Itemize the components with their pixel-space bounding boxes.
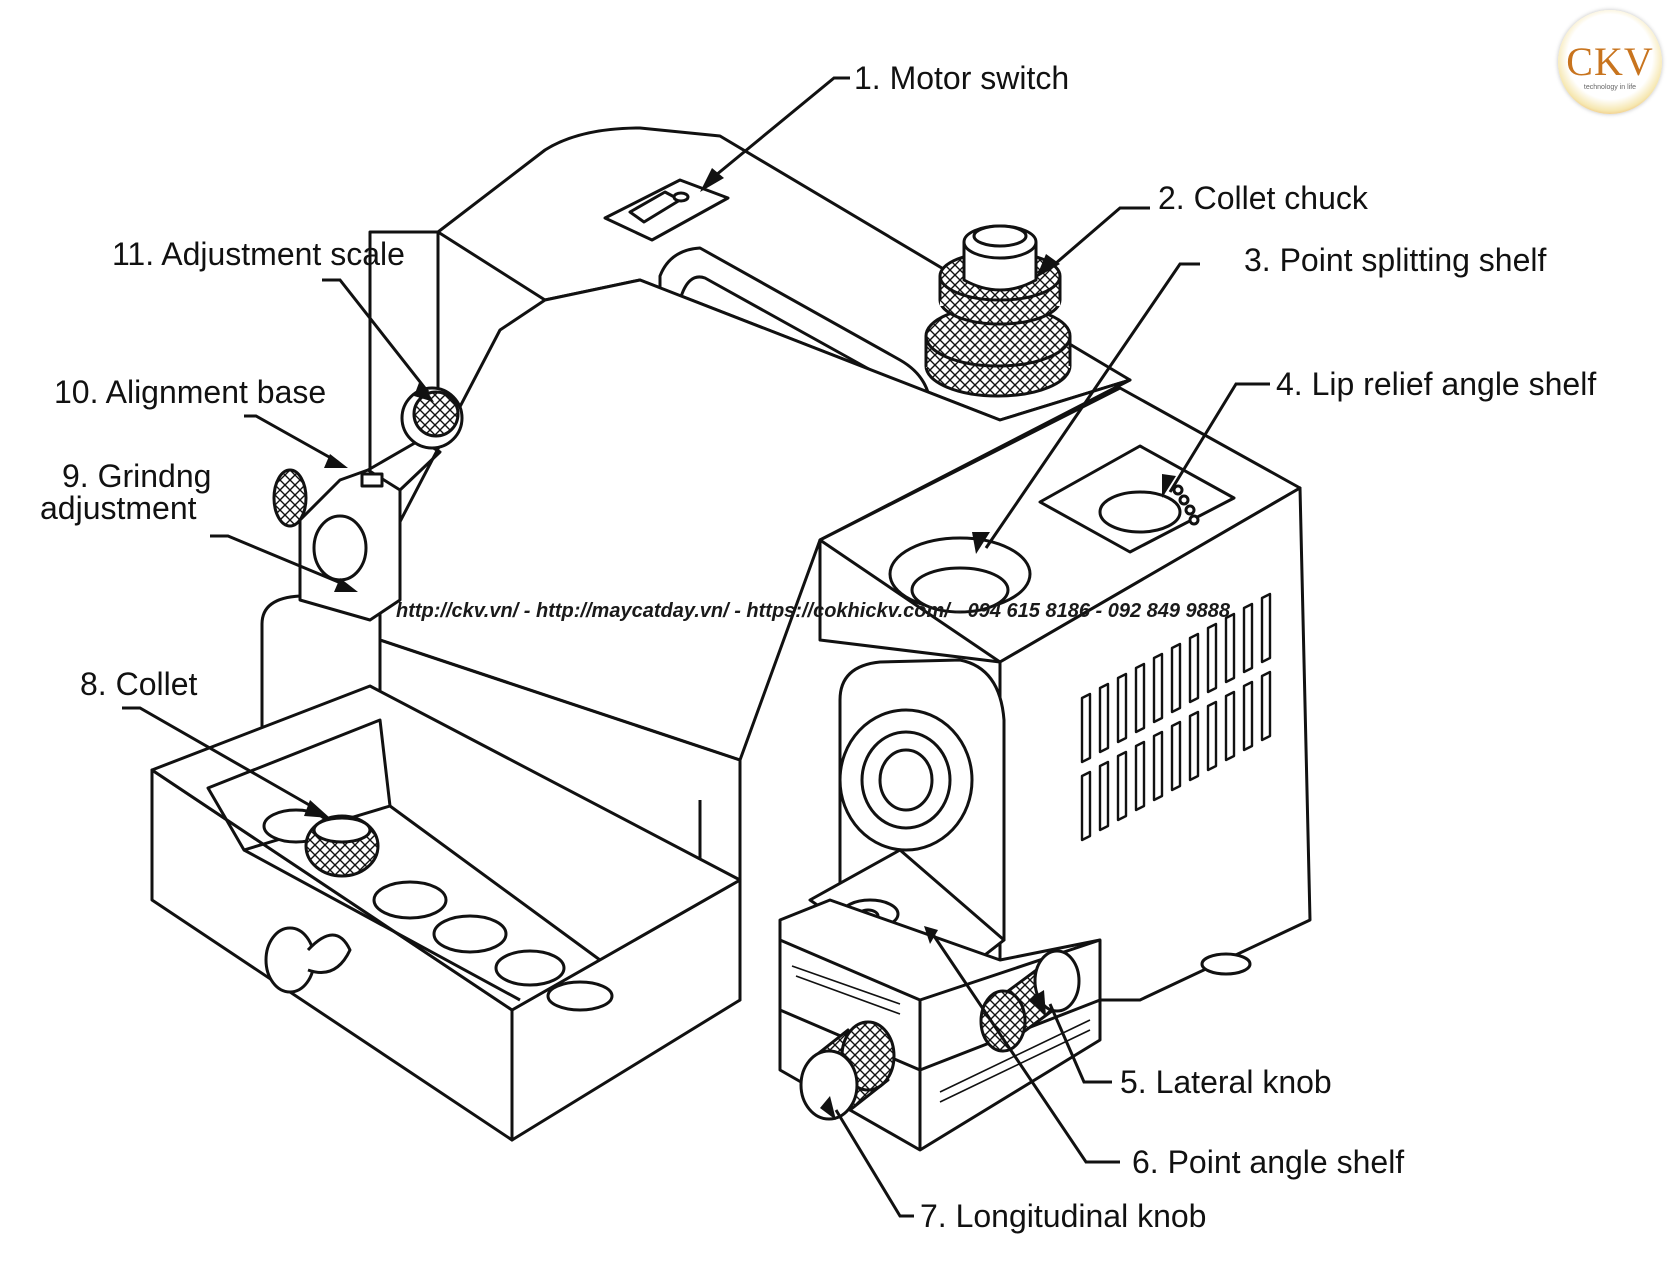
watermark-text: http://ckv.vn/ - http://maycatday.vn/ - … (396, 600, 1231, 622)
label-grinding-adjustment-line2: adjustment (40, 490, 197, 526)
label-collet: 8. Collet (80, 666, 198, 702)
label-point-splitting-shelf: 3. Point splitting shelf (1244, 242, 1547, 278)
leader-lines (122, 76, 1270, 1218)
grinding-knob (272, 468, 308, 528)
label-collet-chuck: 2. Collet chuck (1158, 180, 1368, 216)
vent-slots (1080, 592, 1272, 842)
ckv-logo: CKV technology in life (1558, 10, 1662, 114)
drawer-knob (264, 926, 316, 994)
label-longitudinal-knob: 7. Longitudinal knob (920, 1198, 1207, 1234)
label-alignment-base: 10. Alignment base (54, 374, 327, 410)
leader-arrowheads (304, 168, 1176, 1120)
label-lateral-knob: 5. Lateral knob (1120, 1064, 1332, 1100)
logo-tagline: technology in life (1583, 84, 1637, 91)
logo-text: CKV (1566, 39, 1654, 84)
collet-chuck-graphic (924, 224, 1072, 398)
label-adjustment-scale: 11. Adjustment scale (112, 236, 405, 272)
longitudinal-knob-graphic (799, 1020, 896, 1121)
label-motor-switch: 1. Motor switch (854, 60, 1070, 96)
label-grinding-adjustment-line1: 9. Grindng (62, 458, 212, 494)
lateral-knob-graphic (979, 949, 1081, 1053)
label-lip-relief-angle-shelf: 4. Lip relief angle shelf (1276, 366, 1597, 402)
label-point-angle-shelf: 6. Point angle shelf (1132, 1144, 1405, 1180)
